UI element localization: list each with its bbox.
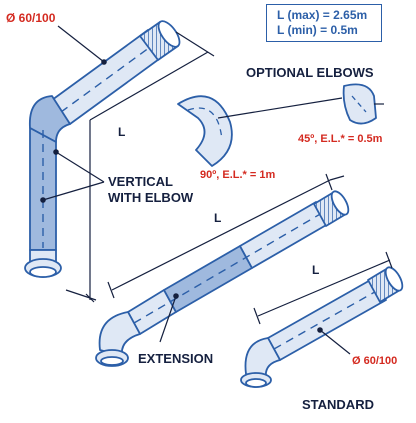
elbow-90-label: 90º, E.L.* = 1m	[200, 169, 276, 181]
standard-label: STANDARD	[302, 397, 374, 412]
extension-pointer	[159, 293, 179, 343]
standard-pipe	[240, 266, 404, 388]
elbow-45-label: 45º, E.L.* = 0.5m	[298, 133, 383, 145]
extension-length-label: L	[214, 211, 222, 225]
top-diameter-label: Ø 60/100	[6, 11, 56, 25]
bottom-diameter-label: Ø 60/100	[352, 355, 398, 367]
elbow-pointers	[217, 97, 384, 119]
extension-label: EXTENSION	[138, 351, 214, 366]
standard-dimension	[253, 251, 393, 325]
standard-length-label: L	[312, 263, 320, 277]
vertical-label-line2: WITH ELBOW	[108, 190, 194, 205]
optional-elbows-title: OPTIONAL ELBOWS	[246, 65, 374, 80]
top-diameter-pointer	[57, 25, 107, 65]
vertical-length-label: L	[118, 125, 126, 139]
elbow-45-shape	[342, 83, 377, 125]
vertical-with-elbow-label: VERTICAL WITH ELBOW	[108, 174, 193, 206]
vertical-dimension	[65, 31, 215, 303]
length-limits-box: L (max) = 2.65m L (min) = 0.5m	[266, 4, 382, 42]
extension-pipe	[95, 190, 350, 367]
vertical-label-line1: VERTICAL	[108, 174, 173, 189]
vertical-pipe	[24, 20, 181, 278]
vertical-pointers	[40, 149, 105, 203]
standard-pointer	[317, 327, 351, 355]
length-max-text: L (max) = 2.65m	[277, 8, 368, 22]
elbow-90-shape	[177, 95, 233, 167]
extension-dimension	[107, 173, 345, 299]
length-min-text: L (min) = 0.5m	[277, 23, 358, 37]
